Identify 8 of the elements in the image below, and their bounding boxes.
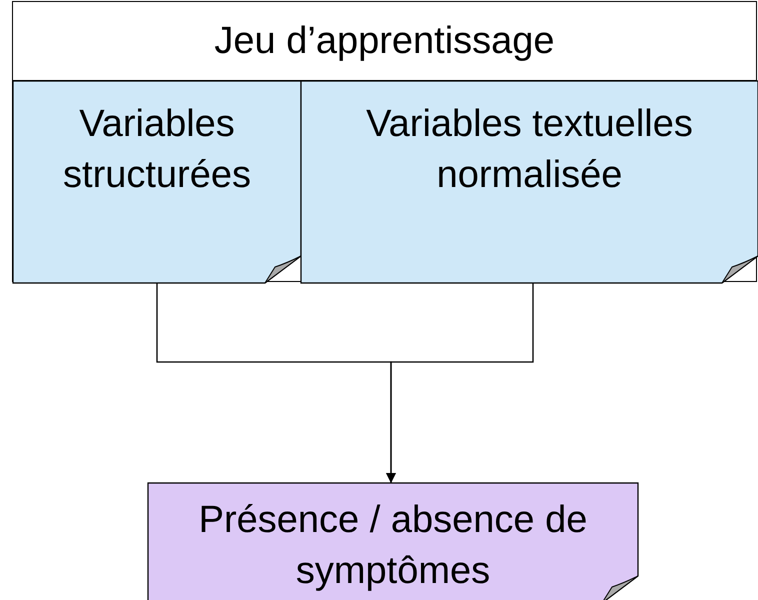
note-shape [13,81,301,283]
note-text: Présence / absence de symptômes [198,498,588,594]
group-box [12,1,757,282]
connector-arrow [386,283,534,483]
note-text: Variables textuelles normalisée [365,102,694,198]
note-text: Variables structurées [62,102,252,198]
note-shape [301,81,758,283]
note-shape [148,483,638,600]
